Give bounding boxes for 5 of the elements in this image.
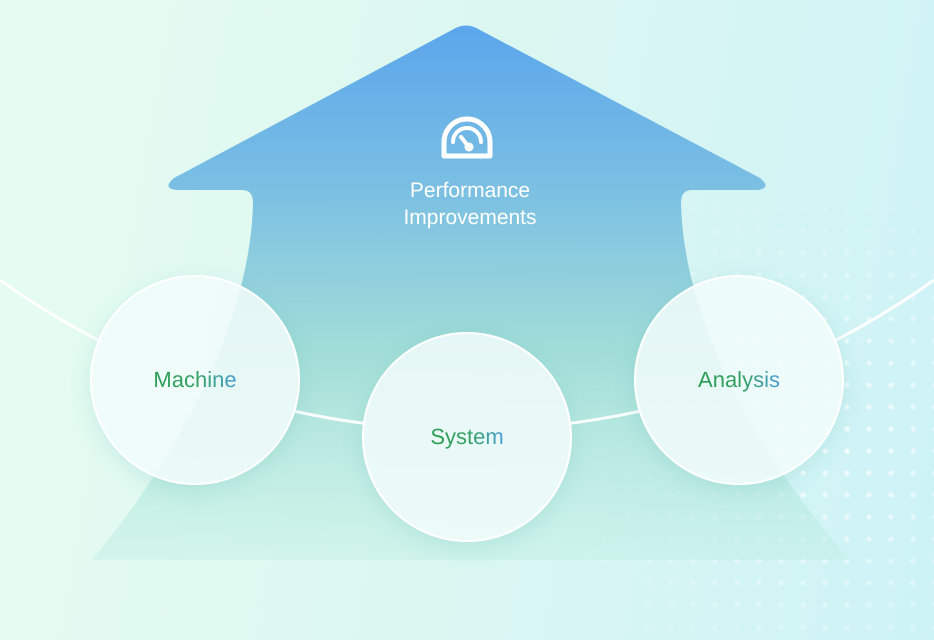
connector-line (835, 278, 934, 342)
connector-line (294, 410, 364, 425)
connector-line (570, 410, 640, 425)
node-label: Performance Improvements (402, 178, 538, 231)
connector-line (0, 278, 99, 342)
